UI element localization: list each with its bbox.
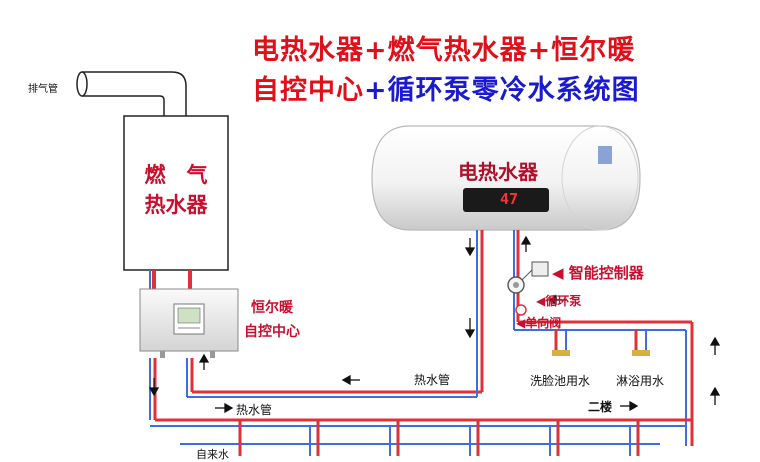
control-center-down-pipes xyxy=(149,358,482,420)
title-line-2: 自控中心+循环泵零冷水系统图 xyxy=(252,68,640,107)
title-part-electric: 电热水器 xyxy=(252,35,364,66)
control-center-label-line2: 自控中心 xyxy=(244,324,300,340)
electric-heater-label: 电热水器 xyxy=(458,160,538,184)
second-floor-label: 二楼 xyxy=(588,400,613,414)
pump-and-valve xyxy=(507,261,549,316)
title-part-pump: +循环泵零冷水系统图 xyxy=(364,75,640,106)
gas-heater-label-line1: 燃 气 xyxy=(144,163,208,187)
circulation-pump-label: ◀循环泵 xyxy=(536,292,581,309)
lower-floor-pipes xyxy=(150,418,692,456)
pump-arrow-icon: ◀ xyxy=(536,294,546,308)
control-center-label: 恒尔暖 自控中心 xyxy=(244,296,300,344)
smart-controller-arrow-icon: ◀ xyxy=(552,264,564,282)
exhaust-pipe xyxy=(76,71,187,116)
heater-outlet-pipes xyxy=(476,230,520,397)
washbasin-label: 洗脸池用水 xyxy=(530,374,591,388)
flow-arrows xyxy=(148,235,721,414)
gas-heater-box xyxy=(123,115,229,271)
shower-label: 淋浴用水 xyxy=(616,374,665,388)
upper-floor-loop xyxy=(514,320,694,446)
check-valve-label: ◀单向阀 xyxy=(516,314,561,331)
gas-heater-label-line2: 热水器 xyxy=(144,193,208,217)
valve-arrow-icon: ◀ xyxy=(516,316,526,330)
check-valve-text: 单向阀 xyxy=(525,316,562,330)
control-center-box xyxy=(139,288,239,358)
title-part-control: 自控中心 xyxy=(252,75,364,106)
smart-controller-text: 智能控制器 xyxy=(568,264,644,282)
exhaust-pipe-label: 排气管 xyxy=(28,84,58,95)
gas-heater-connector-pipes xyxy=(149,270,192,290)
title-part-gas: +燃气热水器+ xyxy=(364,35,552,66)
title-part-henger: 恒尔暖 xyxy=(551,35,636,66)
title-line-1: 电热水器+燃气热水器+恒尔暖 xyxy=(252,28,635,67)
hot-water-pipe-label-1: 热水管 xyxy=(414,373,451,387)
smart-controller-label: ◀ 智能控制器 xyxy=(552,262,644,283)
gas-heater-label: 燃 气 热水器 xyxy=(124,160,228,220)
hot-water-pipe-label-2: 热水管 xyxy=(236,403,273,417)
bottom-partial-label: 自来水 xyxy=(196,448,229,461)
electric-heater-tank xyxy=(371,125,641,231)
circulation-pump-text: 循环泵 xyxy=(545,294,582,308)
control-center-label-line1: 恒尔暖 xyxy=(251,300,293,316)
heater-display: 47 xyxy=(500,190,519,208)
